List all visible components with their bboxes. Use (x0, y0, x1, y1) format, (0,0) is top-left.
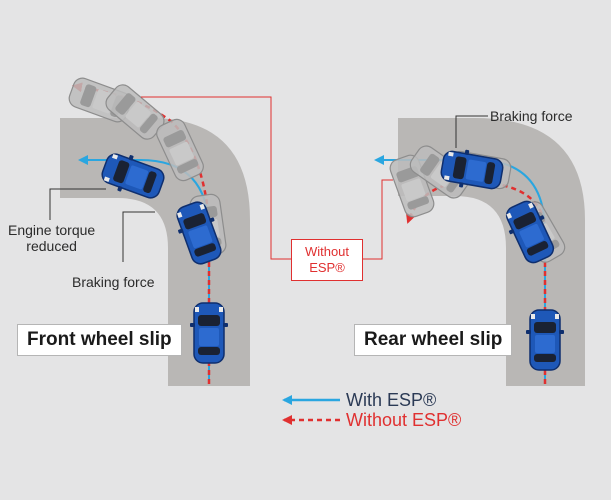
front-wheel-slip-label: Front wheel slip (17, 324, 182, 356)
front-car-bottom (189, 302, 229, 364)
legend-without-esp-label: Without ESP® (346, 410, 462, 430)
without-esp-connector-left (141, 96, 291, 260)
without-esp-callout: Without ESP® (291, 239, 363, 281)
braking-force-front-leader (122, 211, 155, 262)
engine-torque-line-1: Engine torque (8, 222, 96, 238)
engine-torque-leader (49, 188, 106, 220)
engine-torque-label: Engine torque reduced (8, 222, 95, 254)
braking-force-front-label: Braking force (72, 274, 155, 290)
braking-force-rear-leader (455, 115, 488, 148)
without-esp-connector-right (363, 179, 393, 260)
without-esp-callout-line-1: Without (304, 244, 350, 259)
legend-with-esp-label: With ESP® (346, 390, 437, 410)
rear-wheel-slip-label: Rear wheel slip (354, 324, 513, 356)
without-esp-callout-line-2: ESP® (309, 260, 345, 275)
braking-force-rear-label: Braking force (490, 108, 573, 124)
rear-car-bottom (525, 309, 565, 371)
engine-torque-line-2: reduced (26, 238, 77, 254)
